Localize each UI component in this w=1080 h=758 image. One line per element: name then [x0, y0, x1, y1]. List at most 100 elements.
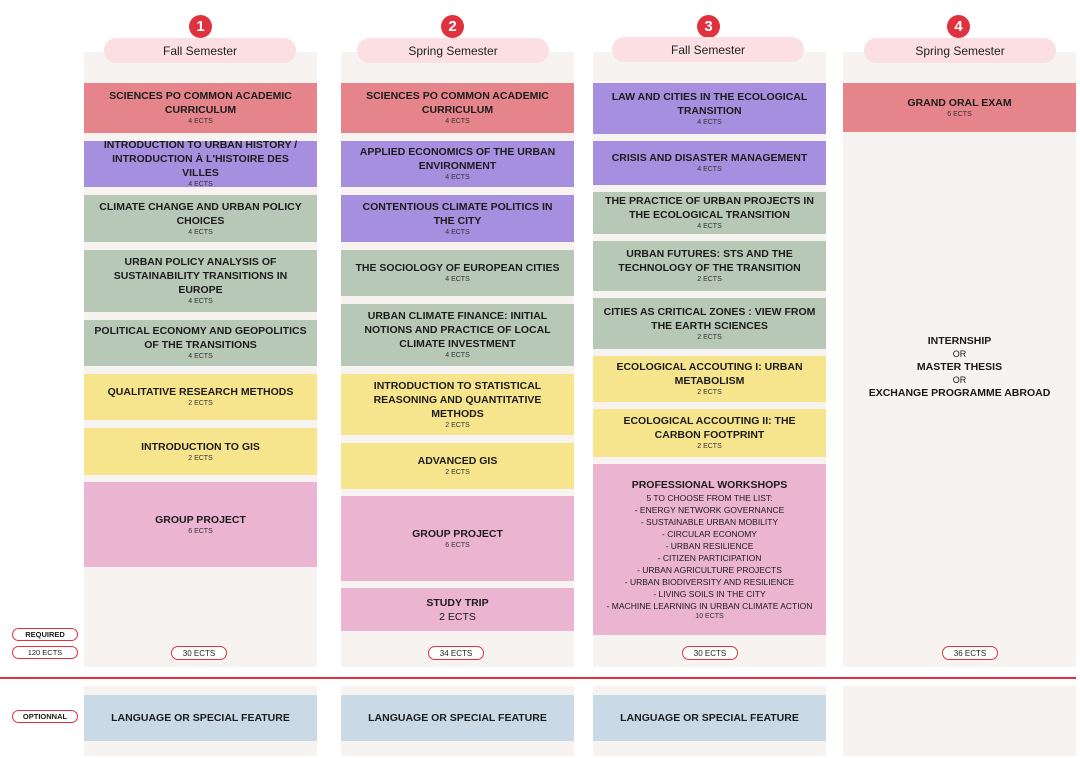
course-ects: 4 ECTS	[445, 276, 470, 283]
workshops-line: - ENERGY NETWORK GOVERNANCE	[634, 504, 785, 515]
semester-4-column	[843, 52, 1076, 667]
course-ects: 4 ECTS	[188, 228, 213, 236]
semester-2-number: 2	[441, 15, 464, 38]
course-title: URBAN FUTURES: STS AND THE TECHNOLOGY OF…	[618, 248, 801, 274]
course-card: STUDY TRIP 2 ECTS	[341, 588, 574, 631]
course-title: INTRODUCTION TO URBAN HISTORY / INTRODUC…	[103, 139, 298, 179]
course-card: SCIENCES PO COMMON ACADEMIC CURRICULUM 4…	[341, 83, 574, 133]
course-title: CRISIS AND DISASTER MANAGEMENT	[611, 152, 808, 164]
course-card: CITIES AS CRITICAL ZONES : VIEW FROM THE…	[593, 298, 826, 349]
course-title: GROUP PROJECT	[155, 513, 246, 526]
semester-1-total: 30 ECTS	[171, 646, 227, 660]
course-ects: 2 ECTS	[697, 443, 722, 450]
course-ects: 2 ECTS	[188, 400, 213, 407]
course-title: THE SOCIOLOGY OF EUROPEAN CITIES	[355, 262, 560, 274]
required-total: 120 ECTS	[12, 646, 78, 659]
course-title: ADVANCED GIS	[417, 455, 498, 467]
course-title: APPLIED ECONOMICS OF THE URBAN ENVIRONME…	[359, 146, 556, 172]
section-divider	[0, 677, 1076, 679]
workshops-line: - CITIZEN PARTICIPATION	[657, 552, 762, 563]
option-master-thesis: MASTER THESIS	[916, 361, 1003, 373]
workshops-line: - URBAN AGRICULTURE PROJECTS	[637, 564, 782, 575]
workshops-title: PROFESSIONAL WORKSHOPS	[631, 478, 788, 491]
course-title: STUDY TRIP	[426, 596, 489, 609]
optional-course-card: LANGUAGE OR SPECIAL FEATURE	[593, 695, 826, 741]
course-card: LAW AND CITIES IN THE ECOLOGICAL TRANSIT…	[593, 83, 826, 134]
option-internship: INTERNSHIP	[927, 335, 992, 347]
semester-1-number: 1	[189, 15, 212, 38]
course-card: CONTENTIOUS CLIMATE POLITICS IN THE CITY…	[341, 195, 574, 242]
course-ects: 4 ECTS	[697, 166, 722, 173]
course-ects: 4 ECTS	[188, 298, 213, 305]
semester-1-label: Fall Semester	[104, 38, 296, 63]
workshops-line: - CIRCULAR ECONOMY	[662, 528, 757, 539]
course-title: QUALITATIVE RESEARCH METHODS	[107, 386, 294, 398]
course-card: URBAN POLICY ANALYSIS OF SUSTAINABILITY …	[84, 250, 317, 312]
course-card: CRISIS AND DISASTER MANAGEMENT 4 ECTS	[593, 141, 826, 185]
optional-col-4	[843, 686, 1076, 756]
course-card: GROUP PROJECT 6 ECTS	[84, 482, 317, 567]
course-title: CITIES AS CRITICAL ZONES : VIEW FROM THE…	[603, 305, 816, 332]
optional-course-card: LANGUAGE OR SPECIAL FEATURE	[341, 695, 574, 741]
course-title: THE PRACTICE OF URBAN PROJECTS IN THE EC…	[605, 195, 814, 221]
course-ects: 4 ECTS	[445, 118, 470, 125]
workshops-line: - URBAN BIODIVERSITY AND RESILIENCE	[624, 576, 795, 587]
course-ects: 2 ECTS	[445, 469, 470, 476]
course-card: SCIENCES PO COMMON ACADEMIC CURRICULUM 4…	[84, 83, 317, 133]
semester-3-number: 3	[697, 15, 720, 38]
course-ects: 2 ECTS	[188, 454, 213, 462]
course-card: POLITICAL ECONOMY AND GEOPOLITICS OF THE…	[84, 320, 317, 366]
course-card: CLIMATE CHANGE AND URBAN POLICY CHOICES …	[84, 195, 317, 242]
workshops-line: - MACHINE LEARNING IN URBAN CLIMATE ACTI…	[606, 600, 813, 611]
course-card: URBAN CLIMATE FINANCE: INITIAL NOTIONS A…	[341, 304, 574, 366]
semester-2-label: Spring Semester	[357, 38, 549, 63]
course-ects: 4 ECTS	[697, 223, 722, 230]
course-title: SCIENCES PO COMMON ACADEMIC CURRICULUM	[109, 90, 292, 116]
course-card: ECOLOGICAL ACCOUTING II: THE CARBON FOOT…	[593, 409, 826, 457]
workshops-line: - URBAN RESILIENCE	[665, 540, 754, 551]
course-card: QUALITATIVE RESEARCH METHODS 2 ECTS	[84, 374, 317, 420]
option-or: OR	[952, 349, 967, 359]
course-title: URBAN CLIMATE FINANCE: INITIAL NOTIONS A…	[364, 310, 551, 350]
course-ects: 10 ECTS	[695, 612, 724, 620]
semester-4-options: INTERNSHIP OR MASTER THESIS OR EXCHANGE …	[843, 335, 1076, 400]
semester-3-label: Fall Semester	[612, 37, 804, 62]
course-ects: 4 ECTS	[445, 228, 470, 236]
course-title: LANGUAGE OR SPECIAL FEATURE	[368, 712, 547, 724]
course-card: INTRODUCTION TO URBAN HISTORY / INTRODUC…	[84, 139, 317, 188]
course-title: ECOLOGICAL ACCOUTING II: THE CARBON FOOT…	[623, 415, 796, 441]
course-title: LAW AND CITIES IN THE ECOLOGICAL TRANSIT…	[611, 90, 808, 117]
course-card: INTRODUCTION TO GIS 2 ECTS	[84, 428, 317, 475]
semester-4-label: Spring Semester	[864, 38, 1056, 63]
workshops-line: - LIVING SOILS IN THE CITY	[653, 588, 766, 599]
course-card: APPLIED ECONOMICS OF THE URBAN ENVIRONME…	[341, 141, 574, 187]
course-ects: 2 ECTS	[697, 389, 722, 396]
semester-4-number: 4	[947, 15, 970, 38]
course-ects: 4 ECTS	[188, 353, 213, 360]
semester-3-total: 30 ECTS	[682, 646, 738, 660]
workshops-line: 5 TO CHOOSE FROM THE LIST:	[646, 492, 773, 503]
workshops-line: - SUSTAINABLE URBAN MOBILITY	[640, 516, 779, 527]
course-title: LANGUAGE OR SPECIAL FEATURE	[111, 712, 290, 724]
course-ects: 4 ECTS	[697, 118, 722, 126]
course-card: THE PRACTICE OF URBAN PROJECTS IN THE EC…	[593, 192, 826, 234]
semester-2-total: 34 ECTS	[428, 646, 484, 660]
optional-course-card: LANGUAGE OR SPECIAL FEATURE	[84, 695, 317, 741]
option-or: OR	[952, 375, 967, 385]
course-card: GRAND ORAL EXAM 6 ECTS	[843, 83, 1076, 132]
course-ects: 2 ECTS	[445, 421, 470, 429]
course-ects: 2 ECTS	[439, 610, 476, 623]
course-ects: 6 ECTS	[188, 527, 213, 535]
optional-label: OPTIONNAL	[12, 710, 78, 723]
course-ects: 4 ECTS	[188, 181, 213, 188]
required-label: REQUIRED	[12, 628, 78, 641]
course-card: THE SOCIOLOGY OF EUROPEAN CITIES 4 ECTS	[341, 250, 574, 296]
course-title: CONTENTIOUS CLIMATE POLITICS IN THE CITY	[362, 200, 553, 227]
course-title: INTRODUCTION TO GIS	[141, 440, 260, 453]
course-title: POLITICAL ECONOMY AND GEOPOLITICS OF THE…	[94, 325, 307, 351]
course-title: URBAN POLICY ANALYSIS OF SUSTAINABILITY …	[113, 256, 288, 296]
option-exchange: EXCHANGE PROGRAMME ABROAD	[868, 387, 1051, 399]
course-card: GROUP PROJECT 6 ECTS	[341, 496, 574, 581]
course-card: INTRODUCTION TO STATISTICAL REASONING AN…	[341, 374, 574, 435]
workshops-card: PROFESSIONAL WORKSHOPS 5 TO CHOOSE FROM …	[593, 464, 826, 635]
